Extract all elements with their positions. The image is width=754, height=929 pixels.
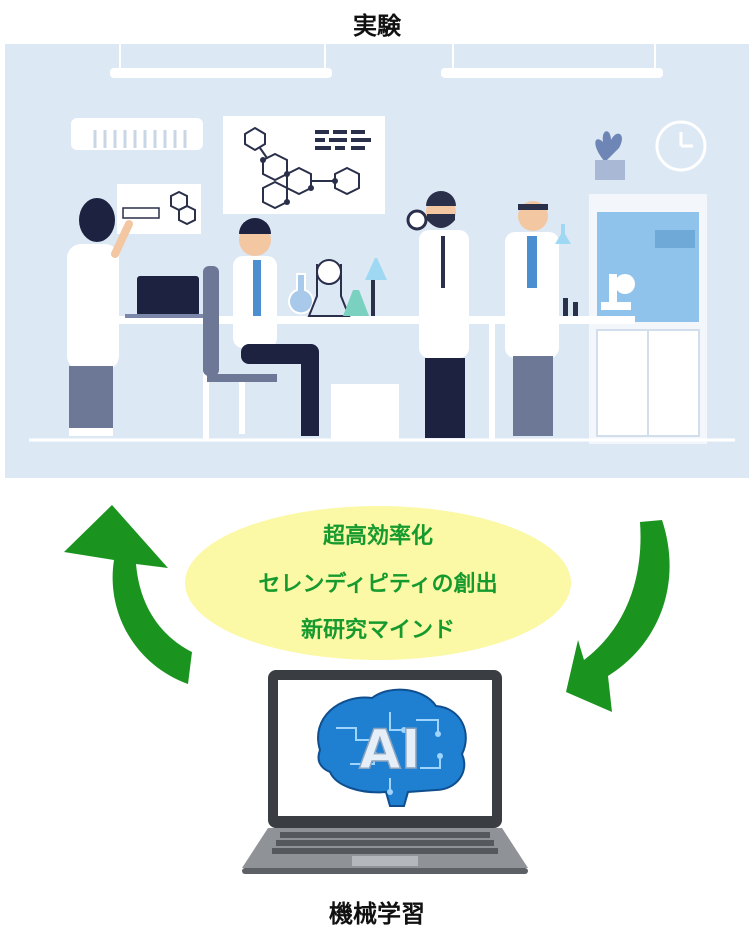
- ceiling-light-icon: [110, 44, 663, 78]
- machine-learning-label: 機械学習: [329, 900, 425, 928]
- molecule-board-icon: [223, 116, 385, 214]
- scientist-magnifier-icon: [406, 191, 469, 438]
- cycle-arrows: [64, 505, 670, 712]
- benefit-line: セレンディピティの創出: [258, 572, 498, 597]
- benefits-ellipse: 超高効率化 セレンディピティの創出 新研究マインド: [185, 506, 571, 660]
- benefit-line: 新研究マインド: [300, 618, 455, 643]
- lab-bench-icon: [115, 316, 635, 440]
- trackpad: [352, 856, 418, 866]
- scientist-woman-icon: [67, 198, 133, 436]
- experiment-label: 実験: [353, 12, 401, 40]
- keyboard-keys: [272, 832, 498, 854]
- ai-laptop-illustration: AI: [242, 670, 528, 874]
- brain-icon: [317, 688, 467, 807]
- clock-icon: [655, 120, 707, 172]
- arrow-up-left-icon: [64, 505, 192, 684]
- scientist-seated-icon: [203, 218, 319, 436]
- scientist-flask-icon: [505, 201, 571, 436]
- air-conditioner-icon: [71, 118, 203, 150]
- plant-icon: [595, 131, 625, 180]
- arrow-down-right-icon: [566, 520, 670, 712]
- ai-logo-text: AI: [359, 718, 421, 781]
- benefit-line: 超高効率化: [322, 524, 433, 549]
- laboratory-illustration: [5, 44, 749, 478]
- microscope-icon: [601, 274, 635, 310]
- bench-laptop-icon: [125, 276, 205, 318]
- lab-cabinet-icon: [589, 194, 707, 444]
